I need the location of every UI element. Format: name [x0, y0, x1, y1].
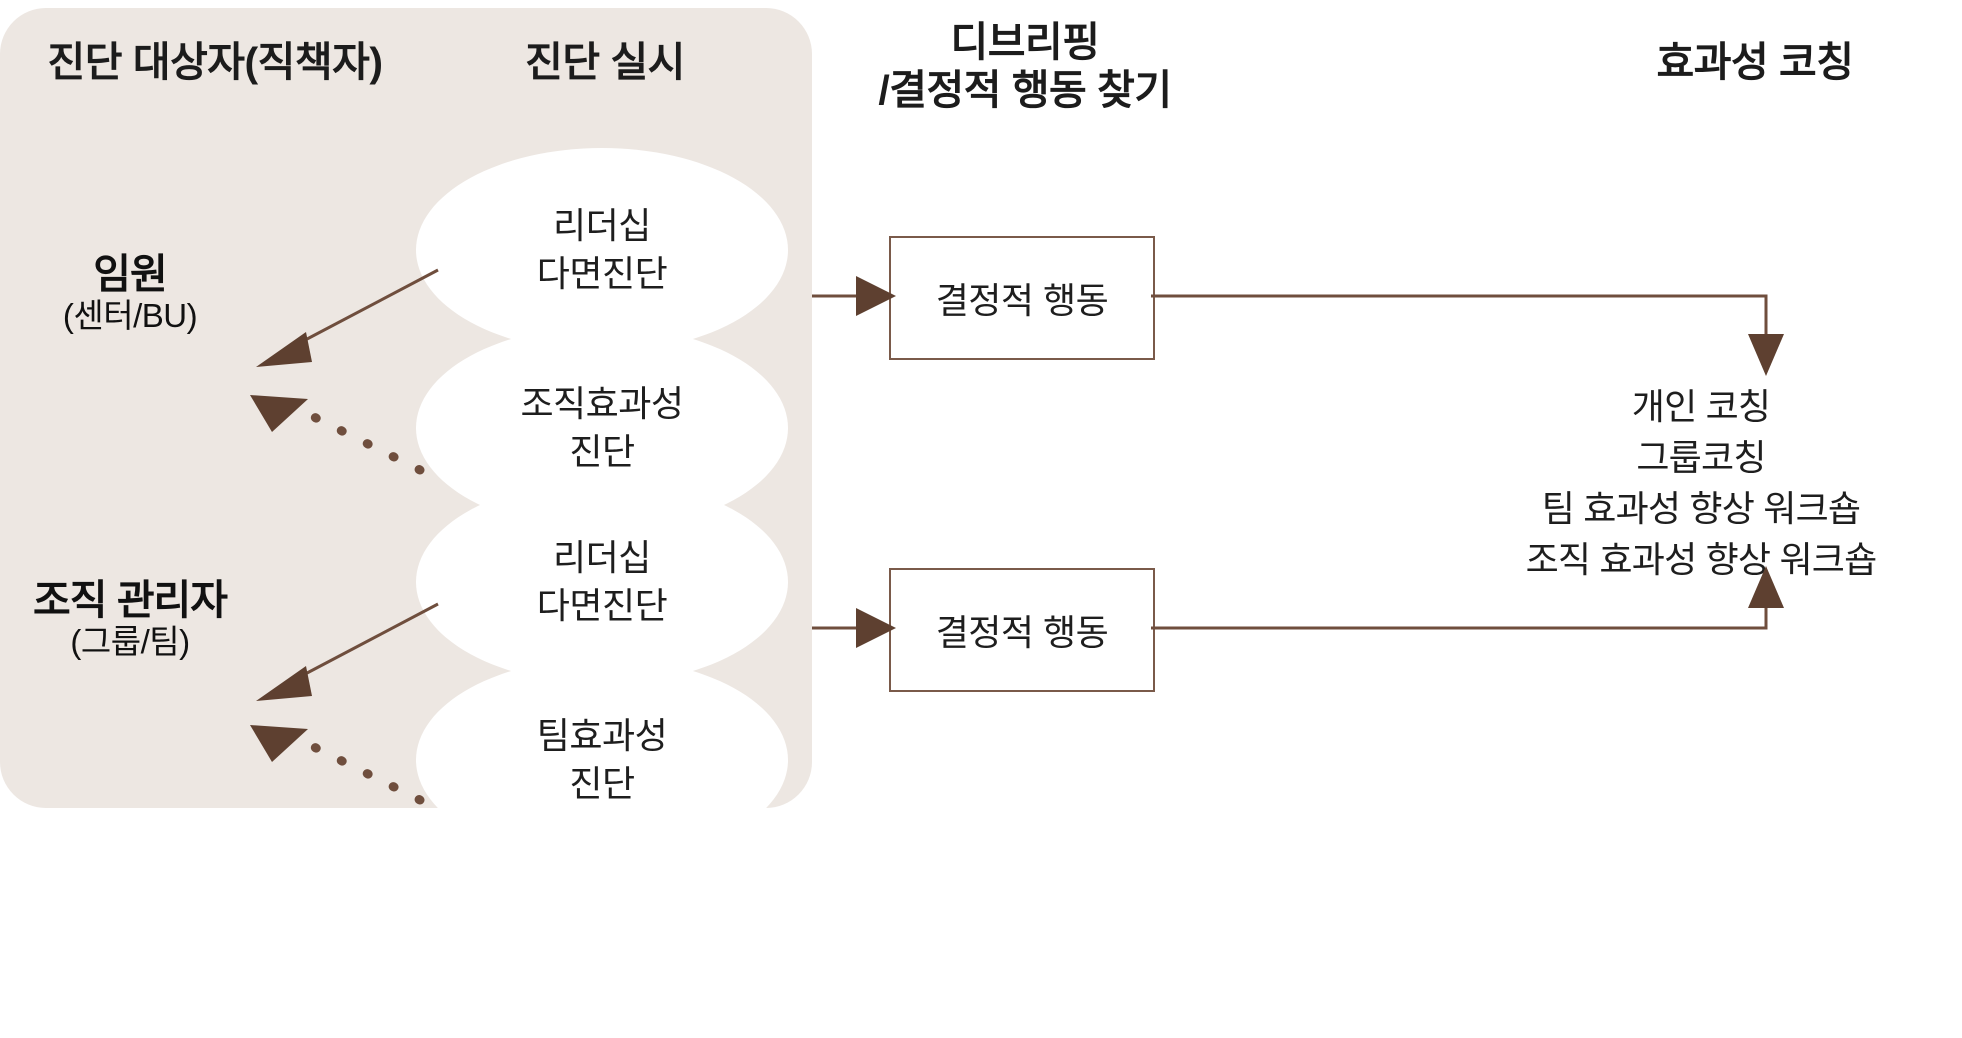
decisive-behavior-box-executive: 결정적 행동	[889, 236, 1155, 360]
role-executive-scope: (센터/BU)	[62, 297, 198, 335]
role-manager-scope: (그룹/팀)	[70, 623, 190, 661]
ellipse-4-line1: 팀효과성	[536, 714, 668, 756]
coaching-item-group: 그룹코칭	[1636, 437, 1766, 479]
ellipse-4-line2: 진단	[569, 763, 635, 804]
header-debriefing: 디브리핑 /결정적 행동 찾기	[830, 18, 1220, 115]
role-executive: 임원 (센터/BU)	[0, 251, 295, 335]
assessment-ellipse-org-effectiveness: 조직효과성 진단	[416, 326, 788, 530]
ellipse-3-line2: 다면진단	[536, 585, 668, 626]
coaching-item-individual: 개인 코칭	[1631, 386, 1771, 427]
assessment-ellipse-leadership-multirater-mgr: 리더십 다면진단	[416, 480, 788, 684]
role-executive-name: 임원	[93, 251, 167, 297]
ellipse-2-line2: 진단	[569, 431, 635, 472]
header-debriefing-line2: /결정적 행동 찾기	[878, 67, 1172, 114]
header-target-audience: 진단 대상자(직책자)	[47, 39, 383, 85]
connector-panel-to-decisive-box-top	[812, 276, 896, 316]
role-manager-name: 조직 관리자	[33, 577, 228, 623]
header-coaching: 효과성 코칭	[1656, 39, 1855, 85]
ellipse-1-line1: 리더십	[553, 204, 651, 246]
header-assessment: 진단 실시	[525, 39, 685, 85]
decisive-behavior-box-manager: 결정적 행동	[889, 568, 1155, 692]
role-organization-manager: 조직 관리자 (그룹/팀)	[0, 577, 295, 661]
coaching-item-org-workshop: 조직 효과성 향상 워크숍	[1525, 539, 1878, 581]
coaching-item-team-workshop: 팀 효과성 향상 워크숍	[1541, 488, 1861, 530]
connector-decisive-top-to-coaching	[1151, 294, 1784, 376]
assessment-ellipse-team-effectiveness: 팀효과성 진단	[416, 658, 788, 862]
assessment-ellipse-leadership-multirater-exec: 리더십 다면진단	[416, 148, 788, 352]
header-debriefing-line1: 디브리핑	[950, 19, 1100, 65]
ellipse-1-line2: 다면진단	[536, 253, 668, 294]
coaching-outcomes-list: 개인 코칭 그룹코칭 팀 효과성 향상 워크숍 조직 효과성 향상 워크숍	[1440, 381, 1962, 585]
ellipse-3-line1: 리더십	[553, 536, 651, 578]
ellipse-2-line1: 조직효과성	[520, 382, 684, 424]
connector-panel-to-decisive-box-bottom	[812, 608, 896, 648]
